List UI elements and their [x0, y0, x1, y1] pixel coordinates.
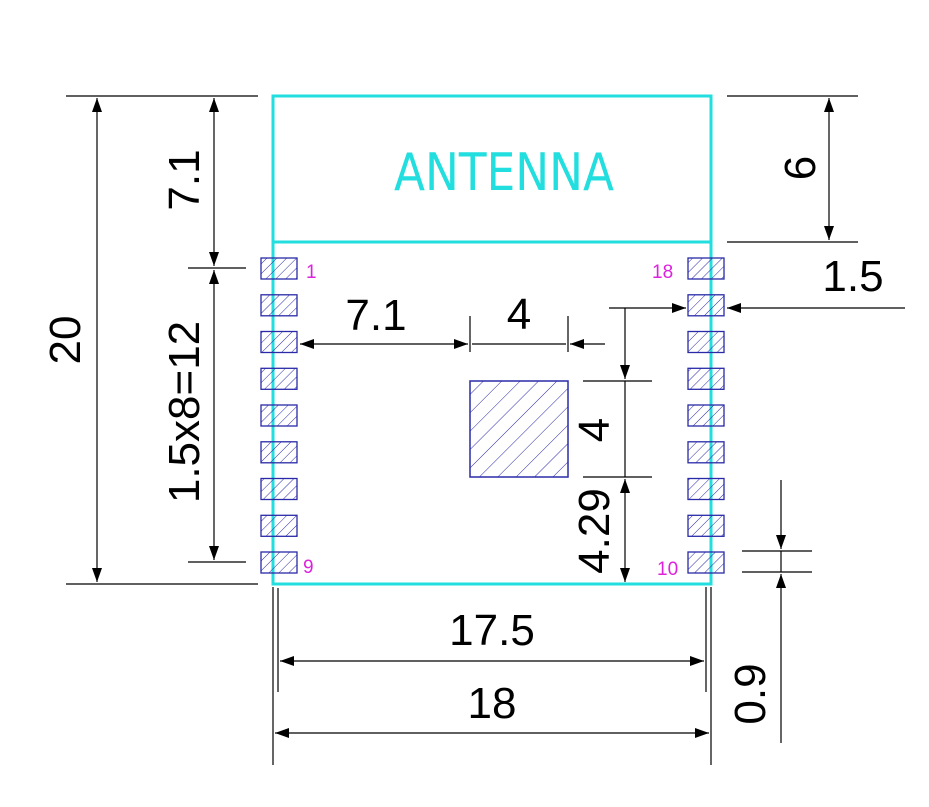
center-thermal-pad [469, 380, 569, 478]
antenna-label: ANTENNA [394, 143, 614, 203]
left-pad-9 [260, 551, 298, 574]
right-pad-6 [687, 441, 725, 464]
right-pad-8 [687, 514, 725, 537]
right-pad-5 [687, 404, 725, 427]
dim-center-pad-width: 4 [507, 290, 531, 339]
dim-pad-width: 0.9 [726, 663, 775, 724]
dim-total-height: 20 [41, 316, 90, 365]
right-pad-3 [687, 330, 725, 354]
left-pad-5 [260, 404, 298, 427]
left-pad-7 [260, 477, 298, 501]
right-pad-9 [687, 551, 725, 574]
dim-center-pad-to-bottom: 4.29 [570, 488, 619, 574]
left-pad-column [260, 257, 298, 574]
left-pad-1 [260, 257, 298, 280]
pin-label-10: 10 [657, 559, 678, 580]
dim-antenna-height-left: 7.1 [160, 149, 209, 210]
right-pad-4 [687, 367, 725, 390]
dimension-lines [66, 95, 905, 765]
dim-antenna-height-right: 6 [776, 156, 825, 180]
left-pad-6 [260, 441, 298, 464]
dim-center-pad-height: 4 [570, 418, 619, 442]
right-pad-7 [687, 477, 725, 501]
pin-label-18: 18 [652, 262, 673, 283]
dim-inner-width: 17.5 [449, 606, 535, 655]
dim-total-width: 18 [468, 679, 517, 728]
right-pad-1 [687, 257, 725, 280]
left-pad-2 [260, 294, 298, 317]
right-pad-2 [687, 294, 725, 317]
dim-pad-to-center: 7.1 [345, 291, 406, 340]
pin-label-9: 9 [303, 557, 314, 578]
right-pad-column [687, 257, 725, 574]
left-pad-4 [260, 367, 298, 390]
left-pad-8 [260, 514, 298, 537]
dim-pin-span: 1.5x8=12 [160, 321, 209, 503]
dim-pad-length: 1.5 [822, 252, 883, 301]
left-pad-3 [260, 330, 298, 354]
pin-label-1: 1 [306, 262, 317, 283]
